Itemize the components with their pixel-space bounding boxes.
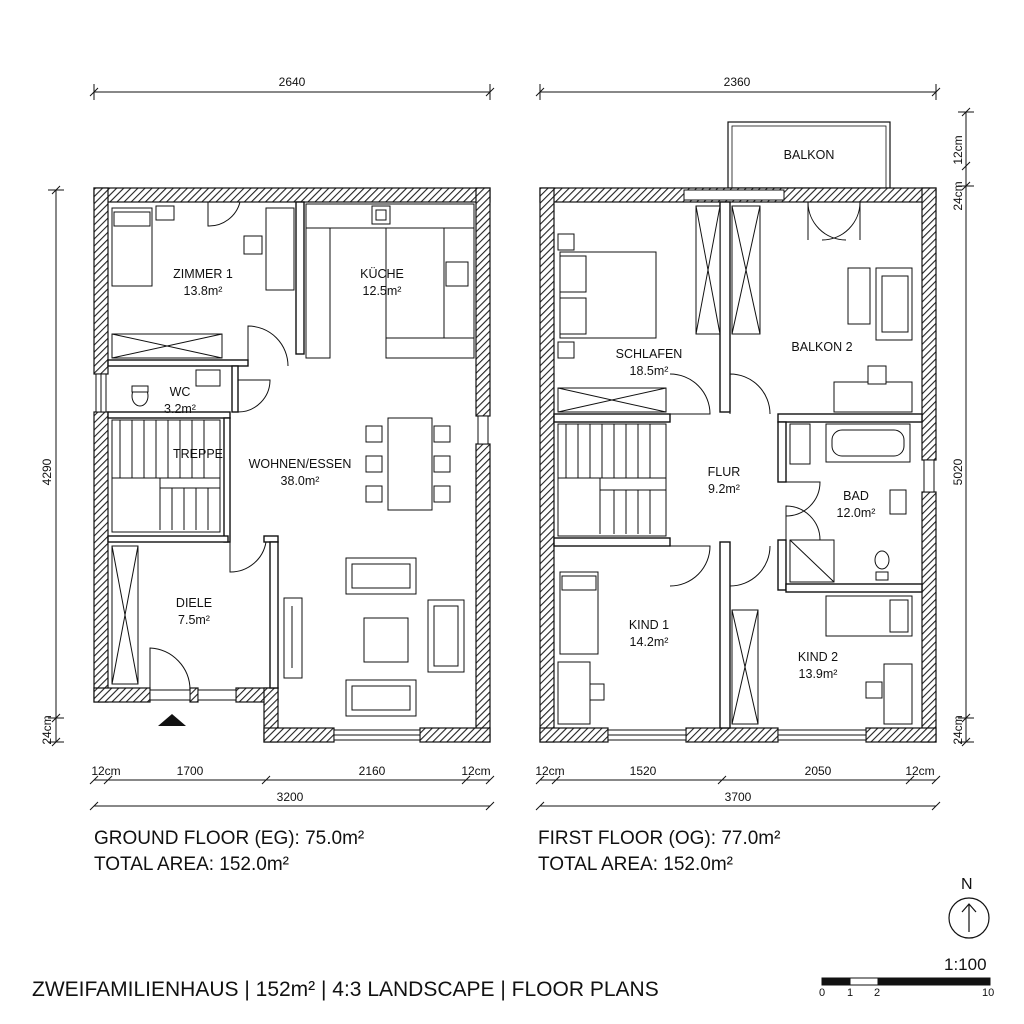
ff-furniture — [557, 205, 913, 725]
ff-caption-total: TOTAL AREA: 152.0m² — [538, 854, 734, 875]
room-name-wohnen: WOHNEN/ESSEN — [249, 457, 352, 471]
scale-tick-10: 10 — [982, 987, 995, 999]
north-label: N — [961, 876, 973, 893]
ff-bottom-seg-2: 2050 — [805, 764, 832, 778]
room-area-schlafen: 18.5m² — [630, 364, 669, 378]
room-labels: ZIMMER 1 13.8m² KÜCHE 12.5m² WC 3.2m² TR… — [164, 148, 875, 681]
room-name-bad: BAD — [843, 489, 869, 503]
room-name-schlafen: SCHLAFEN — [616, 347, 683, 361]
room-name-kueche: KÜCHE — [360, 267, 404, 281]
gf-bottom-seg-left: 12cm — [91, 764, 120, 778]
ff-bottom-seg-right: 12cm — [905, 764, 934, 778]
room-area-wc: 3.2m² — [164, 402, 196, 416]
gf-bottom-seg-1: 1700 — [177, 764, 204, 778]
ff-doors — [669, 201, 861, 587]
gf-bottom-seg-2: 2160 — [359, 764, 386, 778]
north-arrow-icon — [948, 897, 990, 939]
gf-top-dim: 2640 — [279, 75, 306, 89]
room-name-zimmer1: ZIMMER 1 — [173, 267, 233, 281]
gf-caption: GROUND FLOOR (EG): 75.0m² TOTAL AREA: 15… — [94, 826, 364, 878]
balkon-outline — [727, 121, 891, 189]
ff-bottom-seg-1: 1520 — [630, 764, 657, 778]
room-area-flur: 9.2m² — [708, 482, 740, 496]
room-area-bad: 12.0m² — [837, 506, 876, 520]
room-area-wohnen: 38.0m² — [281, 474, 320, 488]
room-area-kueche: 12.5m² — [363, 284, 402, 298]
room-name-balkon: BALKON — [784, 148, 835, 162]
ff-windows — [607, 189, 935, 741]
scale-label: 1:100 — [944, 955, 987, 974]
gf-left-dim: 4290 — [40, 458, 54, 485]
gf-bottom-seg-right: 12cm — [461, 764, 490, 778]
gf-caption-total: TOTAL AREA: 152.0m² — [94, 854, 290, 875]
gf-furniture — [111, 203, 475, 717]
gf-caption-area: GROUND FLOOR (EG): 75.0m² — [94, 828, 365, 849]
scale-bar — [821, 977, 991, 986]
ff-interior-walls — [553, 201, 923, 729]
first-floor-plan — [539, 121, 937, 743]
ff-right-top-dim-2: 24cm — [951, 181, 965, 210]
ff-bottom-seg-left: 12cm — [535, 764, 564, 778]
ff-right-wall-dim: 24cm — [951, 715, 965, 744]
room-name-treppe: TREPPE — [173, 447, 223, 461]
ground-floor-plan — [93, 187, 491, 743]
room-name-balkon2: BALKON 2 — [791, 340, 852, 354]
room-area-kind2: 13.9m² — [799, 667, 838, 681]
gf-left-wall-dim: 24cm — [40, 715, 54, 744]
ff-right-dim: 5020 — [951, 458, 965, 485]
room-name-wc: WC — [170, 385, 191, 399]
footer-title: ZWEIFAMILIENHAUS | 152m² | 4:3 LANDSCAPE… — [32, 978, 659, 1001]
room-area-diele: 7.5m² — [178, 613, 210, 627]
gf-windows — [95, 373, 489, 741]
ff-caption: FIRST FLOOR (OG): 77.0m² TOTAL AREA: 152… — [538, 826, 780, 878]
room-name-flur: FLUR — [708, 465, 741, 479]
room-name-kind1: KIND 1 — [629, 618, 669, 632]
ff-right-top-dim-1: 12cm — [951, 135, 965, 164]
scale-tick-2: 2 — [874, 987, 881, 999]
gf-doors — [149, 201, 289, 702]
scale-tick-1: 1 — [847, 987, 854, 999]
ff-top-dim: 2360 — [724, 75, 751, 89]
gf-bottom-total: 3200 — [277, 790, 304, 804]
room-name-kind2: KIND 2 — [798, 650, 838, 664]
dimension-lines — [48, 84, 974, 811]
room-area-zimmer1: 13.8m² — [184, 284, 223, 298]
room-area-kind1: 14.2m² — [630, 635, 669, 649]
ff-bottom-total: 3700 — [725, 790, 752, 804]
entrance-arrow-icon — [158, 714, 186, 726]
room-name-diele: DIELE — [176, 596, 212, 610]
dimension-texts: 2640 2360 4290 24cm 12cm 24cm 5020 24cm … — [40, 75, 965, 804]
ff-caption-area: FIRST FLOOR (OG): 77.0m² — [538, 828, 781, 849]
scale-tick-0: 0 — [819, 987, 826, 999]
